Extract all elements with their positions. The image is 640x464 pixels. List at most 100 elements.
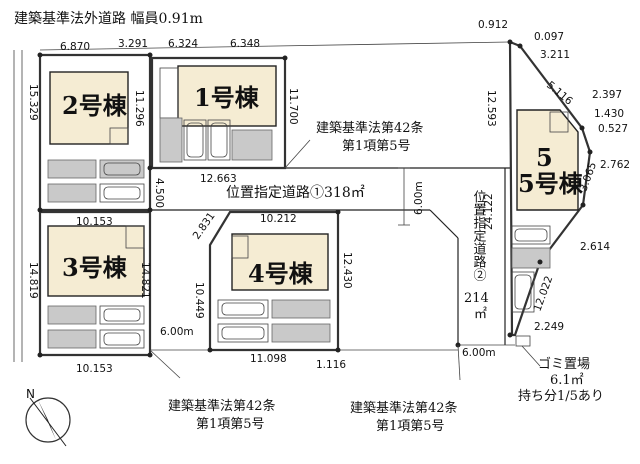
point xyxy=(579,125,585,131)
house-2 xyxy=(49,71,129,145)
parking-4a xyxy=(271,299,331,319)
dim-6348: 6.348 xyxy=(230,38,260,50)
dim-2614: 2.614 xyxy=(580,241,610,253)
parking-1a xyxy=(159,117,183,163)
car-5b xyxy=(511,271,535,313)
header-title: 建築基準法外道路 幅員0.91m xyxy=(14,10,203,27)
dim-0097: 0.097 xyxy=(534,31,564,43)
lot-1-label: 1号棟 xyxy=(194,83,260,112)
dim-12430: 12.430 xyxy=(341,252,353,289)
dim-6870: 6.870 xyxy=(60,41,90,53)
boundary-points xyxy=(37,39,593,358)
road-width-b: 6.00m xyxy=(413,181,425,215)
dim-11296: 11.296 xyxy=(133,90,145,127)
car-1b xyxy=(207,119,231,161)
compass-needle xyxy=(29,397,67,447)
dim-2249: 2.249 xyxy=(534,321,564,333)
dim-10153a: 10.153 xyxy=(76,216,113,228)
parking-5a xyxy=(511,247,551,269)
lot-5-label-num: 5 xyxy=(536,143,553,172)
point xyxy=(580,202,586,208)
road-width-c: 6.00m xyxy=(462,347,496,359)
car-1a xyxy=(183,119,207,161)
designated-road-1: 位置指定道路①318㎡ xyxy=(226,185,365,201)
dim-0912: 0.912 xyxy=(478,19,508,31)
point xyxy=(335,347,341,353)
designated-road-2-unit: ㎡ xyxy=(474,307,487,322)
dim-10153b: 10.153 xyxy=(76,363,113,375)
point xyxy=(282,55,288,61)
stair-5 xyxy=(549,111,569,133)
designated-road-2-area: 214 xyxy=(464,291,489,306)
point xyxy=(37,352,43,358)
parking-2b xyxy=(47,183,97,203)
dim-11700: 11.700 xyxy=(287,88,299,125)
house-3 xyxy=(47,225,145,297)
car-3a xyxy=(99,305,145,325)
car-3b xyxy=(99,329,145,349)
compass-label: N xyxy=(26,387,35,401)
garbage-line2: 6.1㎡ xyxy=(550,373,584,388)
north-compass: N xyxy=(25,387,71,447)
dim-0527: 0.527 xyxy=(598,123,628,135)
point xyxy=(537,259,543,265)
point xyxy=(147,52,153,58)
dim-1430: 1.430 xyxy=(594,108,624,120)
garbage-area xyxy=(515,335,531,347)
point xyxy=(507,39,513,45)
car-5a-body xyxy=(514,228,548,242)
dim-2762: 2.762 xyxy=(600,159,630,171)
dim-14819: 14.819 xyxy=(27,262,39,299)
lot-3-label: 3号棟 xyxy=(62,253,128,282)
car-3a-body xyxy=(103,308,141,322)
parking-2c xyxy=(99,159,145,179)
top-road-line xyxy=(39,41,511,51)
dim-12022: 12.022 xyxy=(532,274,556,313)
point xyxy=(587,149,593,155)
car-4a xyxy=(217,299,269,319)
road-42-left-line1: 建築基準法第42条 xyxy=(168,398,276,414)
lot-4-label: 4号棟 xyxy=(248,259,314,288)
dim-6324: 6.324 xyxy=(168,38,198,50)
lot-2-label: 2号棟 xyxy=(62,91,128,120)
dim-12593: 12.593 xyxy=(485,90,497,127)
point xyxy=(147,207,153,213)
point xyxy=(147,352,153,358)
dim-2397: 2.397 xyxy=(592,89,622,101)
stair-4 xyxy=(231,235,249,259)
dim-10212: 10.212 xyxy=(260,213,297,225)
car-2a-body xyxy=(103,186,141,200)
parking-2a xyxy=(47,159,97,179)
parking-1b xyxy=(231,129,273,161)
house-5 xyxy=(516,109,579,211)
dim-3211: 3.211 xyxy=(540,49,570,61)
dim-11098: 11.098 xyxy=(250,353,287,365)
house-1 xyxy=(177,65,277,127)
point xyxy=(335,209,341,215)
parking-3b xyxy=(47,329,97,349)
car-1b-body xyxy=(210,122,228,158)
car-2b-body xyxy=(103,162,141,176)
dim-10449: 10.449 xyxy=(193,282,205,319)
parking-4b xyxy=(271,323,331,343)
compass-ring xyxy=(25,397,71,443)
car-4b-body xyxy=(221,326,265,340)
car-4a-body xyxy=(221,302,265,316)
road-42-left-line2: 第1項第5号 xyxy=(196,417,265,432)
dim-3291: 3.291 xyxy=(118,38,148,50)
garbage-line3: 持ち分1/5あり xyxy=(518,389,604,404)
car-4b xyxy=(217,323,269,343)
dim-15329: 15.329 xyxy=(27,84,39,121)
road1-corner xyxy=(429,209,459,239)
leader-42-top xyxy=(284,139,311,169)
designated-road-2: 位置指定道路② xyxy=(471,190,487,281)
road-42-right-line2: 第1項第5号 xyxy=(376,419,445,434)
road-42-top-line2: 第1項第5号 xyxy=(342,139,411,154)
point xyxy=(37,52,43,58)
road-42-right-line1: 建築基準法第42条 xyxy=(350,400,458,416)
point xyxy=(507,332,513,338)
stair-2 xyxy=(109,127,129,145)
dim-1116: 1.116 xyxy=(316,359,346,371)
road-42-top-line1: 建築基準法第42条 xyxy=(316,120,424,136)
